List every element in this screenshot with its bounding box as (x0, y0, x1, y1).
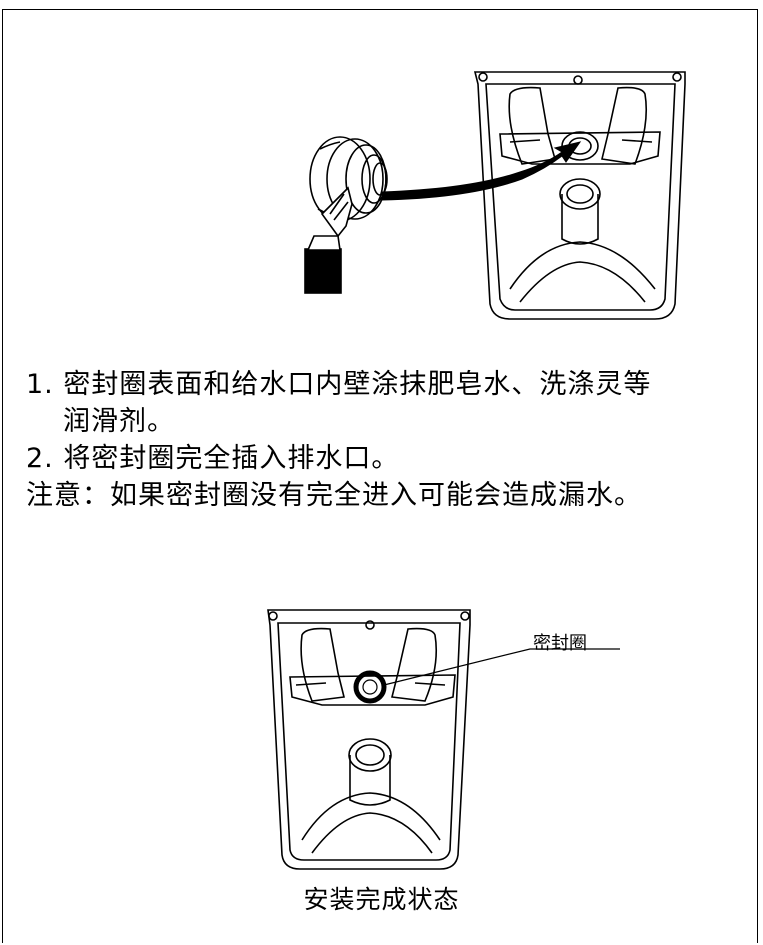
step-1-line-1: 1. 密封圈表面和给水口内壁涂抹肥皂水、洗涤灵等 (26, 369, 652, 400)
toilet-base-bottom-drawing (267, 609, 471, 870)
seal-insertion-illustration (304, 71, 686, 320)
page-frame (2, 9, 758, 943)
instructions-block: 1. 密封圈表面和给水口内壁涂抹肥皂水、洗涤灵等 润滑剂。 2. 将密封圈完全插… (26, 366, 746, 514)
installed-seal-ring-icon (353, 670, 387, 704)
seal-ring-in-hand (309, 136, 388, 222)
note: 注意：如果密封圈没有完全进入可能会造成漏水。 (26, 480, 642, 511)
insertion-arrow-icon (381, 141, 582, 201)
hand-icon (304, 186, 353, 294)
figure-caption: 安装完成状态 (303, 885, 460, 914)
step-1-line-2: 润滑剂。 (63, 406, 175, 437)
seal-ring-inner-icon (362, 679, 378, 695)
seal-ring-callout-label: 密封圈 (533, 633, 587, 654)
callout-leader-line (383, 648, 620, 686)
toilet-base-top-drawing (473, 71, 686, 320)
installed-state-illustration (267, 609, 620, 870)
step-2: 2. 将密封圈完全插入排水口。 (26, 443, 400, 474)
